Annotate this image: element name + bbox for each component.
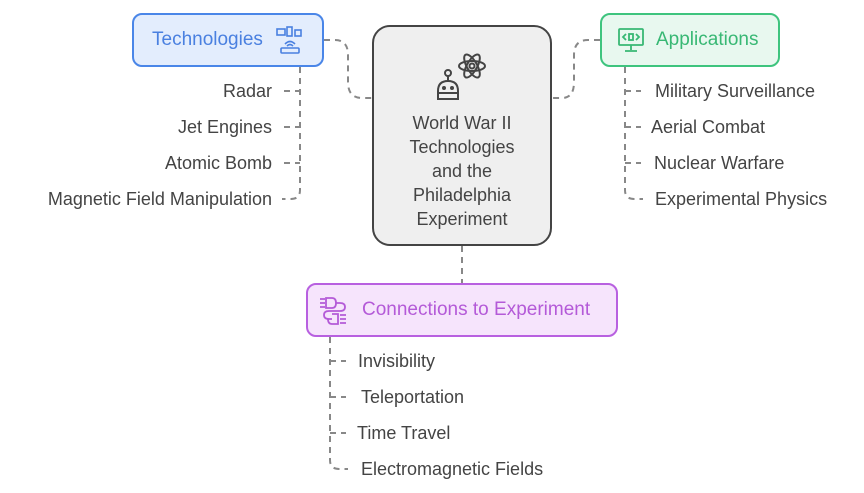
application-item: Aerial Combat	[651, 117, 766, 137]
applications-node[interactable]: Applications	[600, 13, 780, 67]
application-item: Military Surveillance	[655, 81, 816, 101]
plug-connection-icon	[320, 297, 346, 325]
technology-item: Radar	[222, 81, 272, 101]
technologies-node[interactable]: Technologies	[132, 13, 324, 67]
connection-item: Electromagnetic Fields	[361, 459, 544, 479]
technologies-label: Technologies	[152, 29, 263, 50]
central-topic-node[interactable]: World War II Technologies and the Philad…	[372, 25, 552, 246]
connection-item: Teleportation	[361, 387, 465, 407]
devices-network-icon	[276, 26, 302, 54]
monitor-code-icon	[618, 28, 644, 52]
robot-atom-icon	[437, 53, 486, 100]
connection-item: Time Travel	[357, 423, 451, 443]
connections-label: Connections to Experiment	[362, 299, 591, 320]
connection-item: Invisibility	[358, 351, 436, 371]
technology-item: Magnetic Field Manipulation	[47, 189, 272, 209]
application-item: Nuclear Warfare	[654, 153, 785, 173]
technology-item: Jet Engines	[177, 117, 272, 137]
applications-label: Applications	[656, 29, 759, 50]
connections-node[interactable]: Connections to Experiment	[306, 283, 618, 337]
application-item: Experimental Physics	[655, 189, 828, 209]
central-topic-title: World War II Technologies and the Philad…	[409, 113, 515, 229]
technology-item: Atomic Bomb	[164, 153, 272, 173]
